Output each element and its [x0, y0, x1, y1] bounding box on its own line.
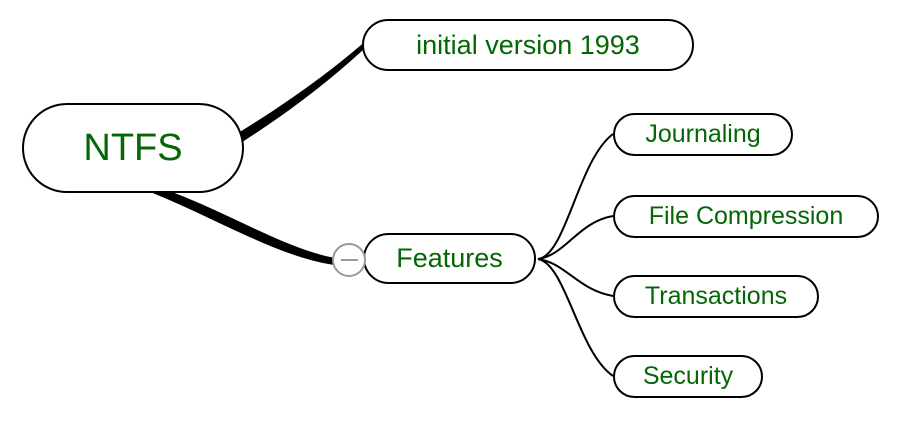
node-file-compression-label: File Compression — [648, 202, 844, 230]
connector-features-to-journaling — [537, 133, 614, 260]
node-features[interactable]: Features — [363, 233, 536, 284]
minus-circle-icon[interactable] — [332, 243, 366, 277]
connector-features-to-transactions — [537, 258, 614, 297]
minus-bar — [340, 259, 358, 261]
node-security[interactable]: Security — [613, 355, 763, 398]
connector-features-to-compression — [537, 215, 614, 260]
node-journaling[interactable]: Journaling — [613, 113, 793, 156]
connector-features-to-security — [537, 258, 614, 377]
node-transactions-label: Transactions — [644, 282, 788, 310]
connector-root-to-features — [151, 185, 333, 265]
node-file-compression[interactable]: File Compression — [613, 195, 879, 238]
node-features-label: Features — [396, 243, 503, 273]
node-root-label: NTFS — [83, 127, 183, 169]
node-initial-version-label: initial version 1993 — [416, 29, 640, 60]
node-initial-version[interactable]: initial version 1993 — [362, 19, 694, 71]
node-root-ntfs[interactable]: NTFS — [22, 103, 244, 193]
node-security-label: Security — [642, 362, 734, 390]
node-journaling-label: Journaling — [645, 120, 761, 148]
node-transactions[interactable]: Transactions — [613, 275, 819, 318]
